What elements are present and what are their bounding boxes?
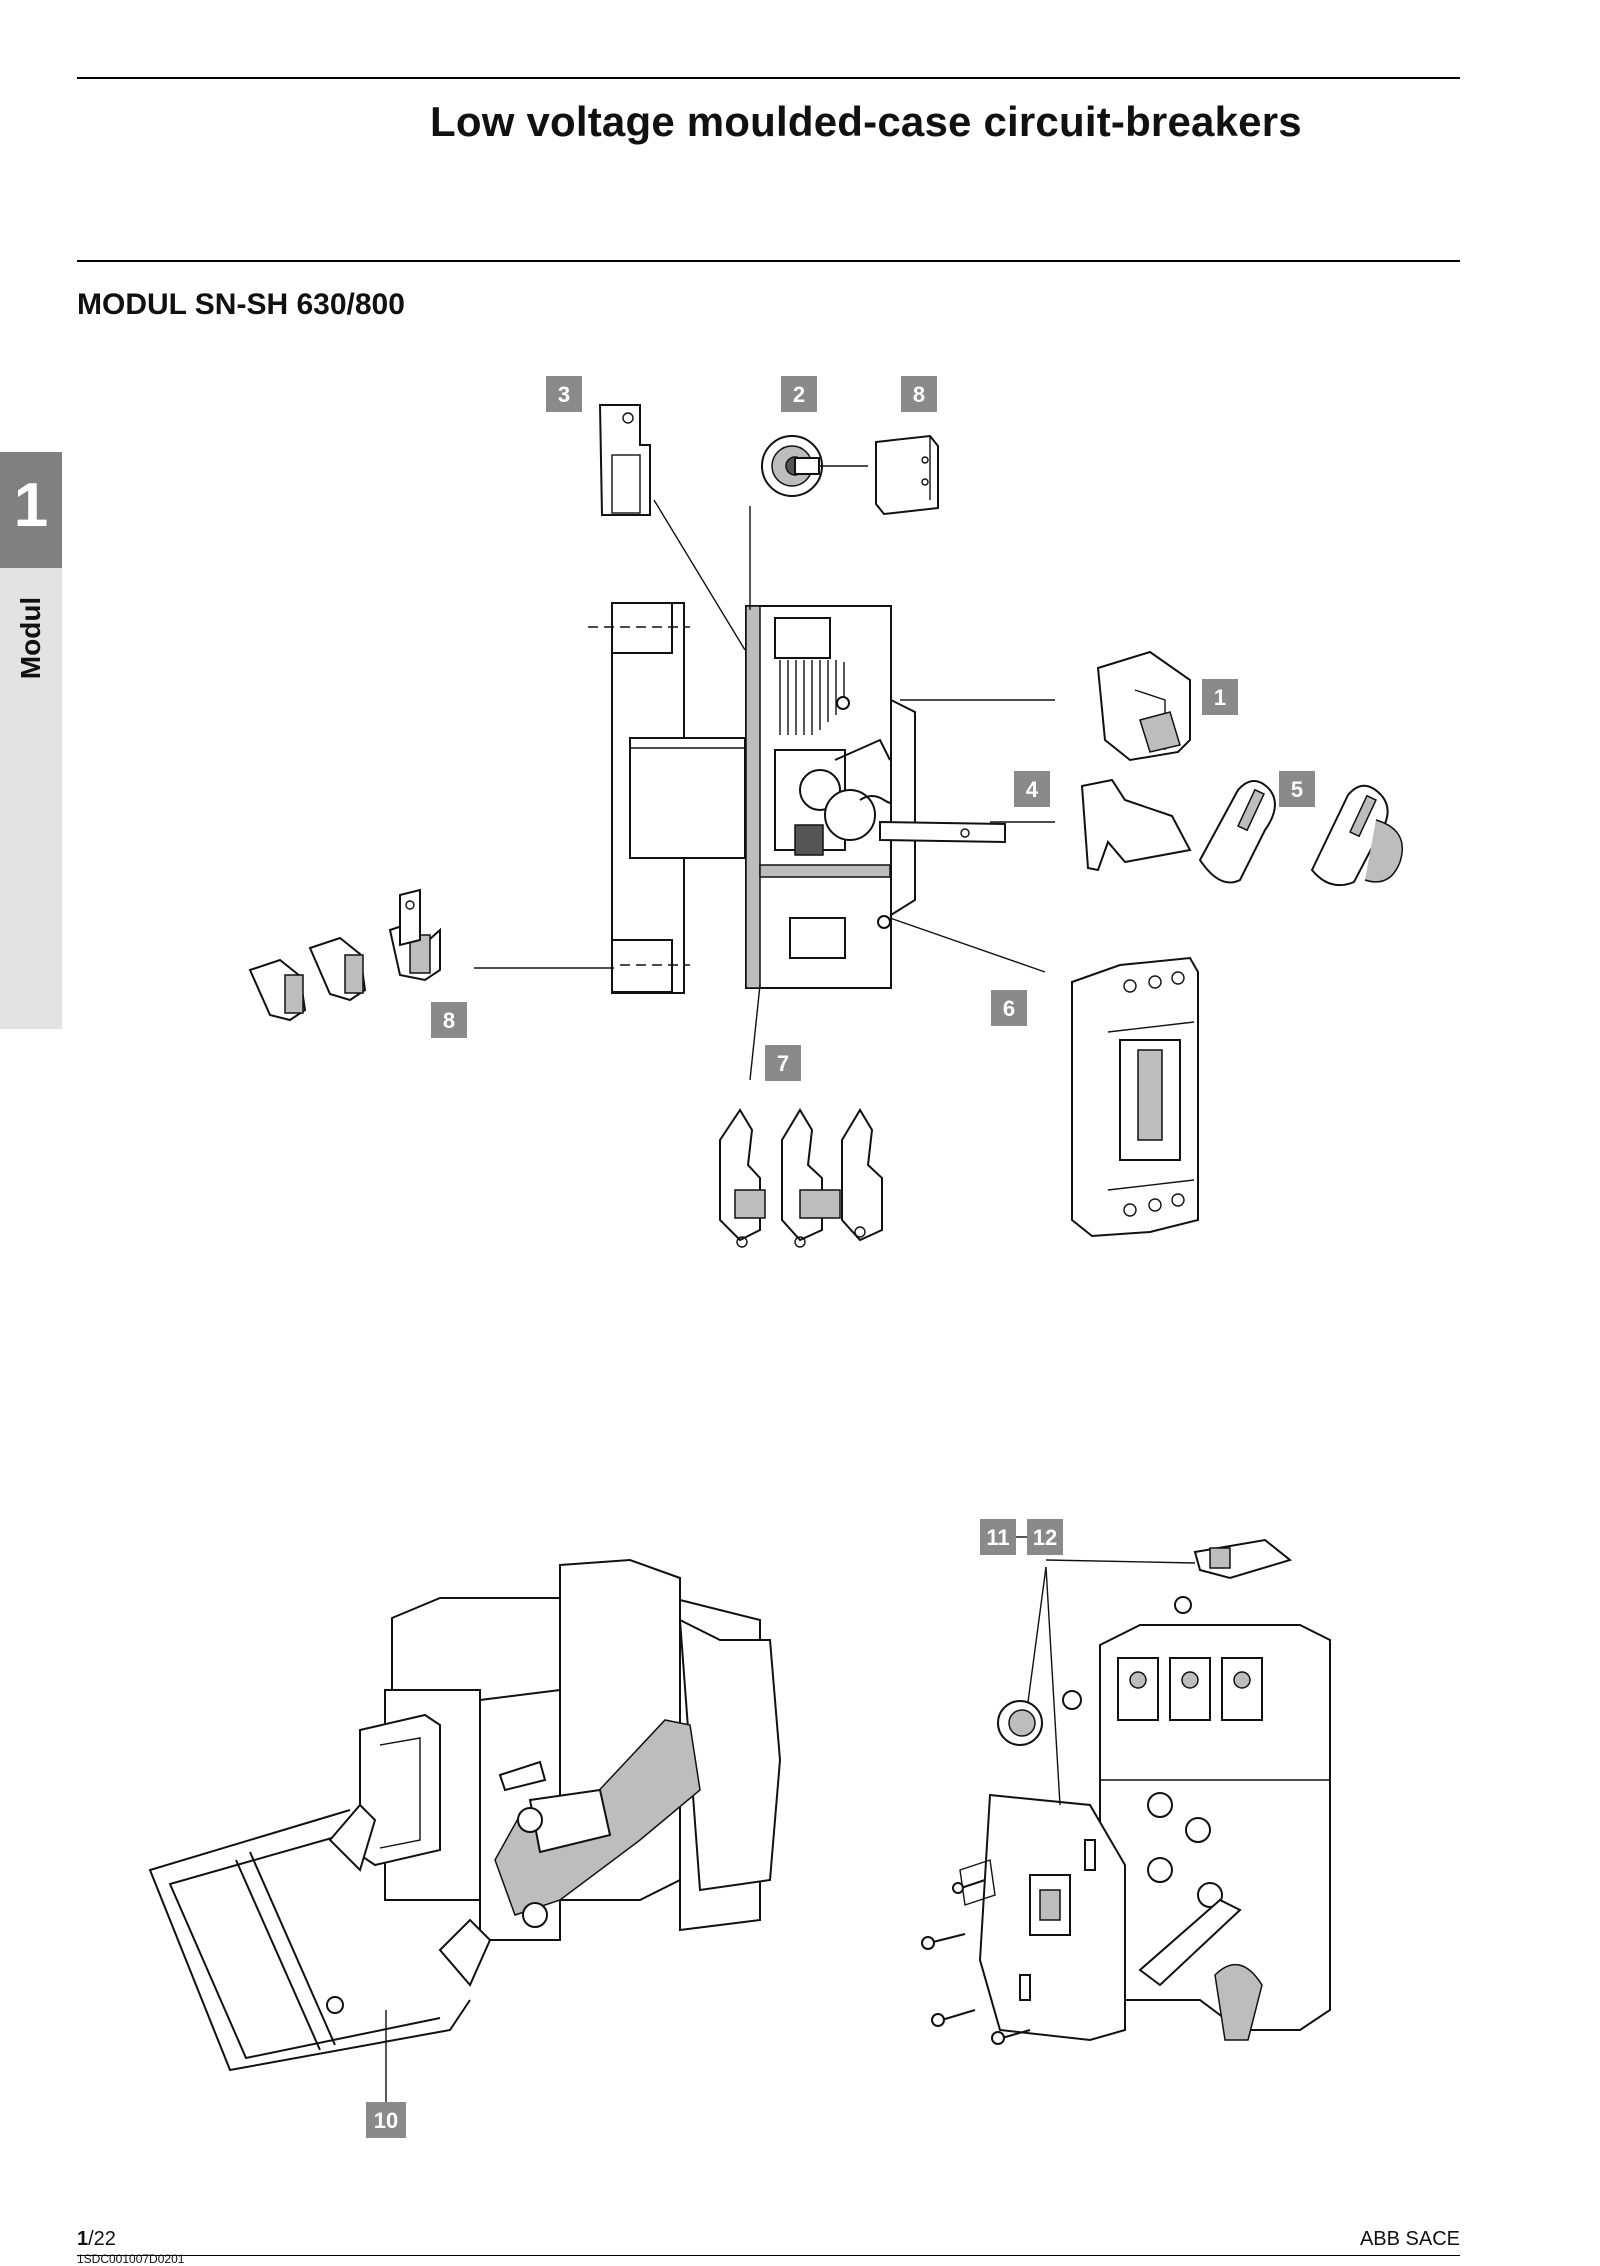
breaker-with-lever-operator <box>148 1558 782 2072</box>
part-knob-2 <box>761 435 823 497</box>
page-number-rest: /22 <box>88 2228 116 2250</box>
svg-text:7: 7 <box>777 1051 789 1076</box>
part-breaker-front-6 <box>1071 956 1199 1238</box>
callout-11: 11 <box>980 1519 1016 1555</box>
part-rear-terminals-8 <box>248 888 441 1022</box>
top-rule <box>77 77 1460 79</box>
part-terminal-3 <box>598 404 651 516</box>
svg-text:5: 5 <box>1291 777 1303 802</box>
svg-text:3: 3 <box>558 382 570 407</box>
footer-brand: ABB SACE <box>1359 2228 1460 2250</box>
svg-text:1: 1 <box>1214 685 1226 710</box>
svg-text:4: 4 <box>1026 777 1039 802</box>
svg-text:10: 10 <box>374 2108 398 2133</box>
section-subtitle: MODUL SN-SH 630/800 <box>77 288 405 321</box>
callout-7: 7 <box>765 1045 801 1081</box>
page-title: Low voltage moulded-case circuit-breaker… <box>430 98 1302 145</box>
callout-8-top: 8 <box>901 376 937 412</box>
callout-2: 2 <box>781 376 817 412</box>
chapter-number: 1 <box>13 471 49 540</box>
callout-1: 1 <box>1202 679 1238 715</box>
header-rule <box>77 260 1460 262</box>
svg-text:8: 8 <box>913 382 925 407</box>
page-number: 1/22 <box>77 2228 116 2251</box>
callout-5: 5 <box>1279 771 1315 807</box>
callout-12: 12 <box>1027 1519 1063 1555</box>
callout-10: 10 <box>366 2102 406 2138</box>
svg-text:11: 11 <box>986 1525 1009 1550</box>
callout-8-left: 8 <box>431 1002 467 1038</box>
svg-text:6: 6 <box>1003 996 1015 1021</box>
callout-3: 3 <box>546 376 582 412</box>
chapter-number-box: 1 <box>0 452 62 568</box>
svg-text:8: 8 <box>443 1008 455 1033</box>
part-trip-unit-7 <box>719 1108 883 1248</box>
footer-rule <box>77 2255 1460 2256</box>
svg-text:2: 2 <box>793 382 805 407</box>
part-cover-1 <box>1096 650 1191 762</box>
breaker-with-accessory-plate <box>921 1538 1331 2045</box>
callout-6: 6 <box>991 990 1027 1026</box>
document-code: 1SDC001007D0201 <box>77 2252 185 2266</box>
breaker-cross-section <box>588 602 1006 994</box>
chapter-side-tab: 1 Modul <box>0 452 62 1029</box>
callout-4: 4 <box>1014 771 1050 807</box>
page-number-chapter: 1 <box>77 2228 89 2250</box>
operating-mechanism <box>774 738 909 856</box>
svg-text:12: 12 <box>1033 1525 1057 1550</box>
part-handles-5 <box>1198 780 1403 886</box>
part-block-8-top <box>875 434 939 516</box>
arc-chute <box>779 660 845 735</box>
part-lever-4 <box>1080 778 1192 872</box>
